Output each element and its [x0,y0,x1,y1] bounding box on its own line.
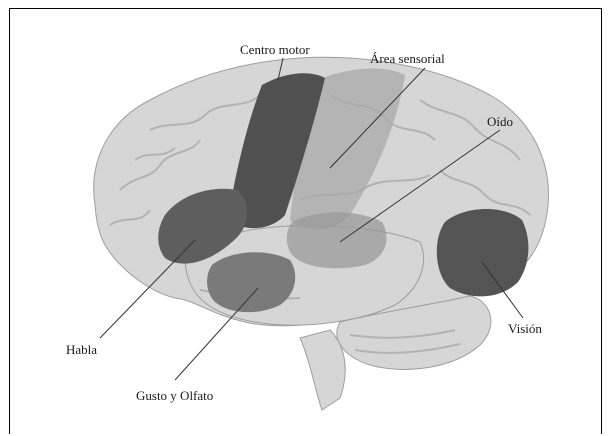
label-speech: Habla [66,342,97,357]
vision-region [437,209,529,296]
taste-smell-region [207,252,295,312]
label-vision: Visión [508,321,542,336]
label-taste-smell: Gusto y Olfato [136,388,213,403]
hearing-region [287,212,387,268]
label-sensory-area: Área sensorial [370,51,445,66]
label-motor-center: Centro motor [240,42,310,57]
label-hearing: Oído [487,114,513,129]
brain-stem [300,330,345,410]
